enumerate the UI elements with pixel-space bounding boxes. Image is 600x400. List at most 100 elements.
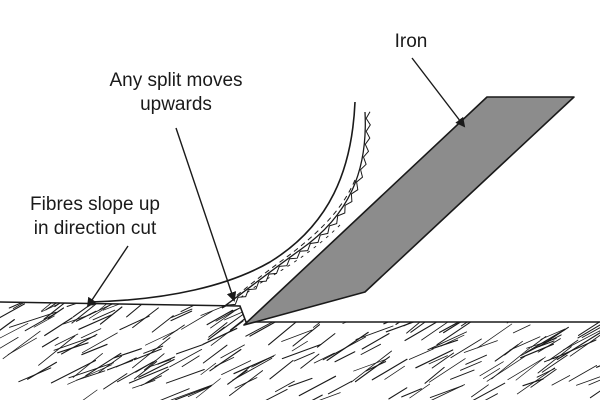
grain-stroke (334, 351, 356, 363)
grain-stroke (47, 307, 65, 319)
grain-stroke (293, 351, 315, 362)
grain-stroke (465, 354, 487, 365)
grain-stroke (450, 302, 474, 319)
grain-stroke (81, 343, 108, 356)
grain-stroke (460, 309, 487, 327)
grain-stroke (170, 384, 213, 400)
grain-stroke (41, 336, 59, 348)
grain-stroke (268, 314, 305, 346)
grain-stroke (79, 389, 98, 400)
grain-stroke (195, 378, 221, 399)
shaving-inner-edge (221, 111, 366, 309)
grain-stroke (50, 359, 97, 384)
grain-stroke (576, 373, 600, 386)
grain-stroke (541, 354, 568, 373)
grain-stroke (512, 324, 531, 334)
grain-stroke (509, 336, 541, 351)
grain-stroke (353, 358, 387, 372)
grain-stroke (431, 352, 455, 369)
torn-fibre-edge (221, 111, 371, 309)
grain-stroke (350, 350, 393, 383)
grain-stroke (85, 352, 122, 377)
grain-stroke (440, 334, 465, 347)
plane-iron-blade (243, 96, 575, 326)
grain-stroke (81, 332, 118, 354)
grain-stroke (483, 368, 501, 379)
grain-stroke (45, 302, 74, 311)
grain-stroke (471, 384, 489, 398)
grain-stroke (410, 305, 449, 333)
grain-stroke (113, 348, 142, 359)
grain-stroke (119, 315, 150, 331)
grain-stroke (460, 361, 482, 371)
grain-stroke (574, 303, 600, 315)
grain-stroke (522, 378, 544, 387)
grain-stroke (586, 302, 600, 317)
grain-stroke (404, 321, 437, 342)
grain-stroke (9, 311, 57, 328)
grain-stroke (227, 367, 250, 385)
grain-stroke (401, 388, 422, 398)
grain-stroke (210, 311, 234, 329)
grain-stroke (106, 359, 134, 371)
grain-stroke (525, 328, 566, 354)
grain-stroke (92, 309, 116, 321)
grain-stroke (264, 388, 288, 400)
fibres-label-line-2: in direction cut (33, 218, 157, 239)
shaving-fibre-line (239, 224, 341, 299)
grain-stroke (126, 302, 149, 318)
grain-stroke (537, 346, 572, 374)
grain-stroke (577, 316, 600, 339)
grain-stroke (80, 328, 102, 339)
grain-stroke (504, 340, 523, 356)
grain-stroke (98, 355, 123, 373)
grain-stroke (354, 356, 390, 383)
grain-stroke (305, 394, 323, 400)
grain-stroke (573, 308, 600, 321)
grain-stroke (313, 392, 341, 400)
grain-stroke (298, 375, 337, 397)
grain-stroke (395, 302, 434, 325)
shaving-torn-fibres (221, 111, 371, 309)
grain-stroke (181, 355, 200, 368)
fibres-pointer-arrow (86, 245, 129, 308)
grain-stroke (170, 310, 193, 322)
grain-stroke (562, 327, 600, 351)
grain-stroke (313, 352, 335, 364)
grain-stroke (361, 333, 390, 350)
grain-stroke (133, 361, 158, 380)
grain-stroke (76, 370, 106, 381)
grain-stroke (281, 343, 322, 360)
grain-stroke (60, 333, 98, 355)
grain-stroke (568, 365, 598, 382)
grain-stroke (88, 302, 129, 319)
grain-stroke (53, 335, 96, 351)
iron-label-text: Iron (394, 31, 428, 52)
grain-stroke (327, 380, 353, 395)
grain-stroke (581, 321, 600, 338)
grain-stroke (99, 306, 123, 325)
grain-stroke (27, 361, 58, 380)
grain-stroke (365, 361, 387, 372)
grain-stroke (442, 302, 480, 317)
grain-stroke (202, 344, 228, 364)
grain-stroke (221, 360, 252, 375)
grain-stroke (360, 343, 381, 355)
grain-stroke (450, 338, 482, 359)
iron-pointer-arrow (411, 57, 466, 128)
grain-stroke (148, 359, 172, 368)
grain-stroke (326, 331, 369, 361)
grain-stroke (103, 373, 128, 390)
grain-stroke (368, 303, 393, 318)
grain-stroke (220, 344, 245, 359)
grain-stroke (44, 317, 73, 337)
grain-stroke (72, 352, 103, 378)
grain-stroke (589, 370, 600, 399)
grain-stroke (143, 345, 164, 354)
grain-stroke (551, 375, 571, 386)
grain-stroke (291, 340, 308, 352)
grain-stroke (360, 303, 378, 317)
grain-stroke (98, 302, 139, 311)
